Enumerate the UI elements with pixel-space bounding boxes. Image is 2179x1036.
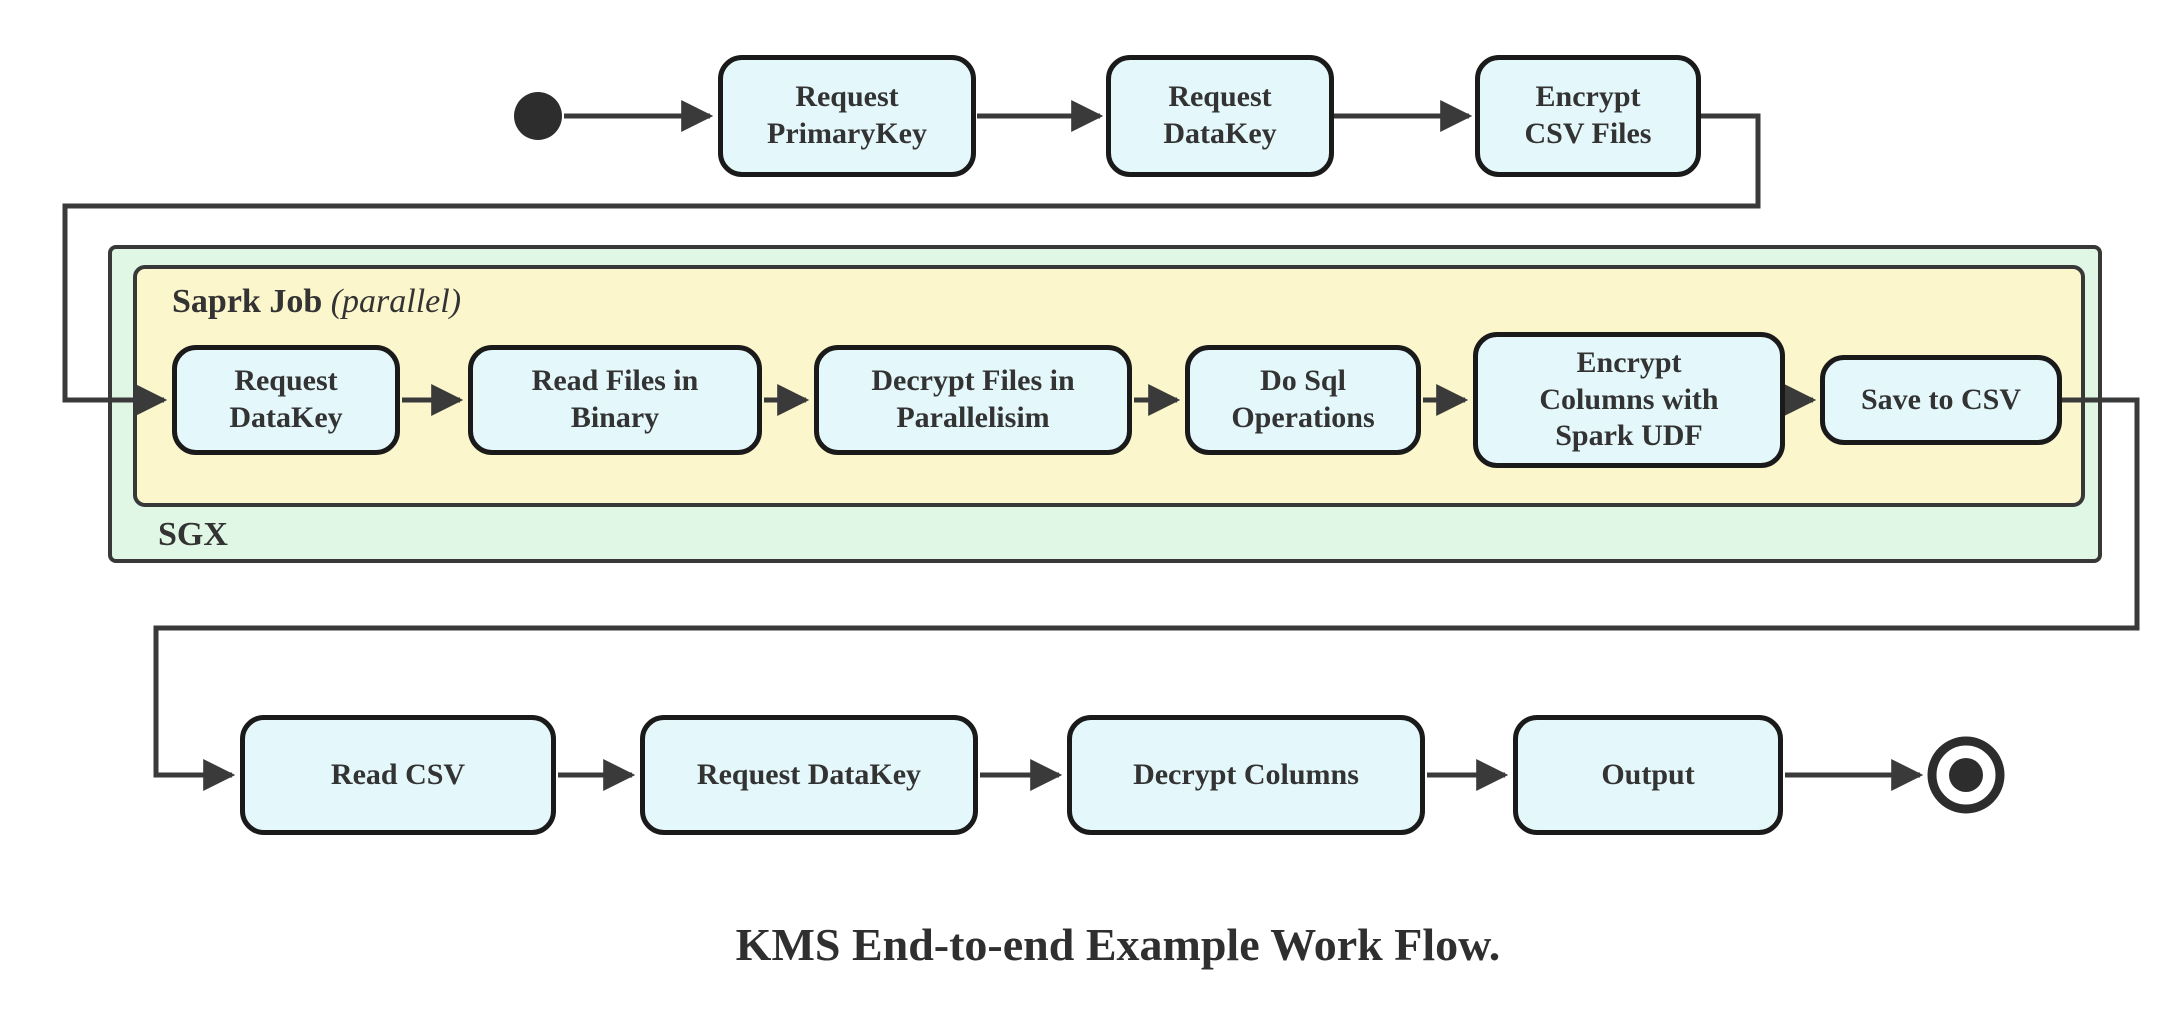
- spark-job-label-parallel: (parallel): [330, 283, 462, 320]
- spark-job-label: Saprk Job (parallel): [172, 283, 461, 321]
- state-label: Decrypt Files in Parallelisim: [871, 364, 1075, 434]
- state-label: Encrypt CSV Files: [1524, 80, 1652, 150]
- state-encrypt-columns-with-spark-udf: Encrypt Columns with Spark UDF: [1473, 332, 1785, 468]
- state-label: Request DataKey: [229, 364, 343, 434]
- state-read-files-in-binary: Read Files in Binary: [468, 345, 762, 455]
- start-state-circle: [514, 92, 562, 140]
- state-label: Save to CSV: [1860, 382, 2021, 416]
- diagram-caption: KMS End-to-end Example Work Flow.: [735, 919, 1501, 970]
- end-state-inner-circle: [1949, 758, 1983, 792]
- state-label: Decrypt Columns: [1133, 757, 1359, 791]
- state-label: Read Files in Binary: [531, 364, 699, 434]
- state-read-csv: Read CSV: [240, 715, 556, 835]
- state-label: Request PrimaryKey: [767, 80, 927, 150]
- state-label: Output: [1601, 757, 1695, 791]
- state-request-datakey-top: Request DataKey: [1106, 55, 1334, 177]
- state-request-datakey-bottom: Request DataKey: [640, 715, 978, 835]
- state-decrypt-files-in-parallelisim: Decrypt Files in Parallelisim: [814, 345, 1132, 455]
- sgx-label: SGX: [158, 516, 228, 553]
- state-save-to-csv: Save to CSV: [1820, 355, 2062, 445]
- state-sgx-request-datakey: Request DataKey: [172, 345, 400, 455]
- spark-job-label-bold: Saprk Job: [172, 283, 323, 320]
- state-label: Request DataKey: [696, 757, 922, 791]
- state-request-primarykey: Request PrimaryKey: [718, 55, 976, 177]
- state-decrypt-columns: Decrypt Columns: [1067, 715, 1425, 835]
- state-output: Output: [1513, 715, 1783, 835]
- state-label: Encrypt Columns with Spark UDF: [1539, 346, 1719, 453]
- state-label: Read CSV: [330, 757, 466, 791]
- edge-save-csv-to-read-csv: [153, 397, 2140, 792]
- state-label: Do Sql Operations: [1231, 364, 1375, 434]
- state-label: Request DataKey: [1163, 80, 1277, 150]
- state-encrypt-csv-files: Encrypt CSV Files: [1475, 55, 1701, 177]
- edge-encrypt-csv-to-sgx-request-datakey: [62, 113, 1761, 417]
- state-do-sql-operations: Do Sql Operations: [1185, 345, 1421, 455]
